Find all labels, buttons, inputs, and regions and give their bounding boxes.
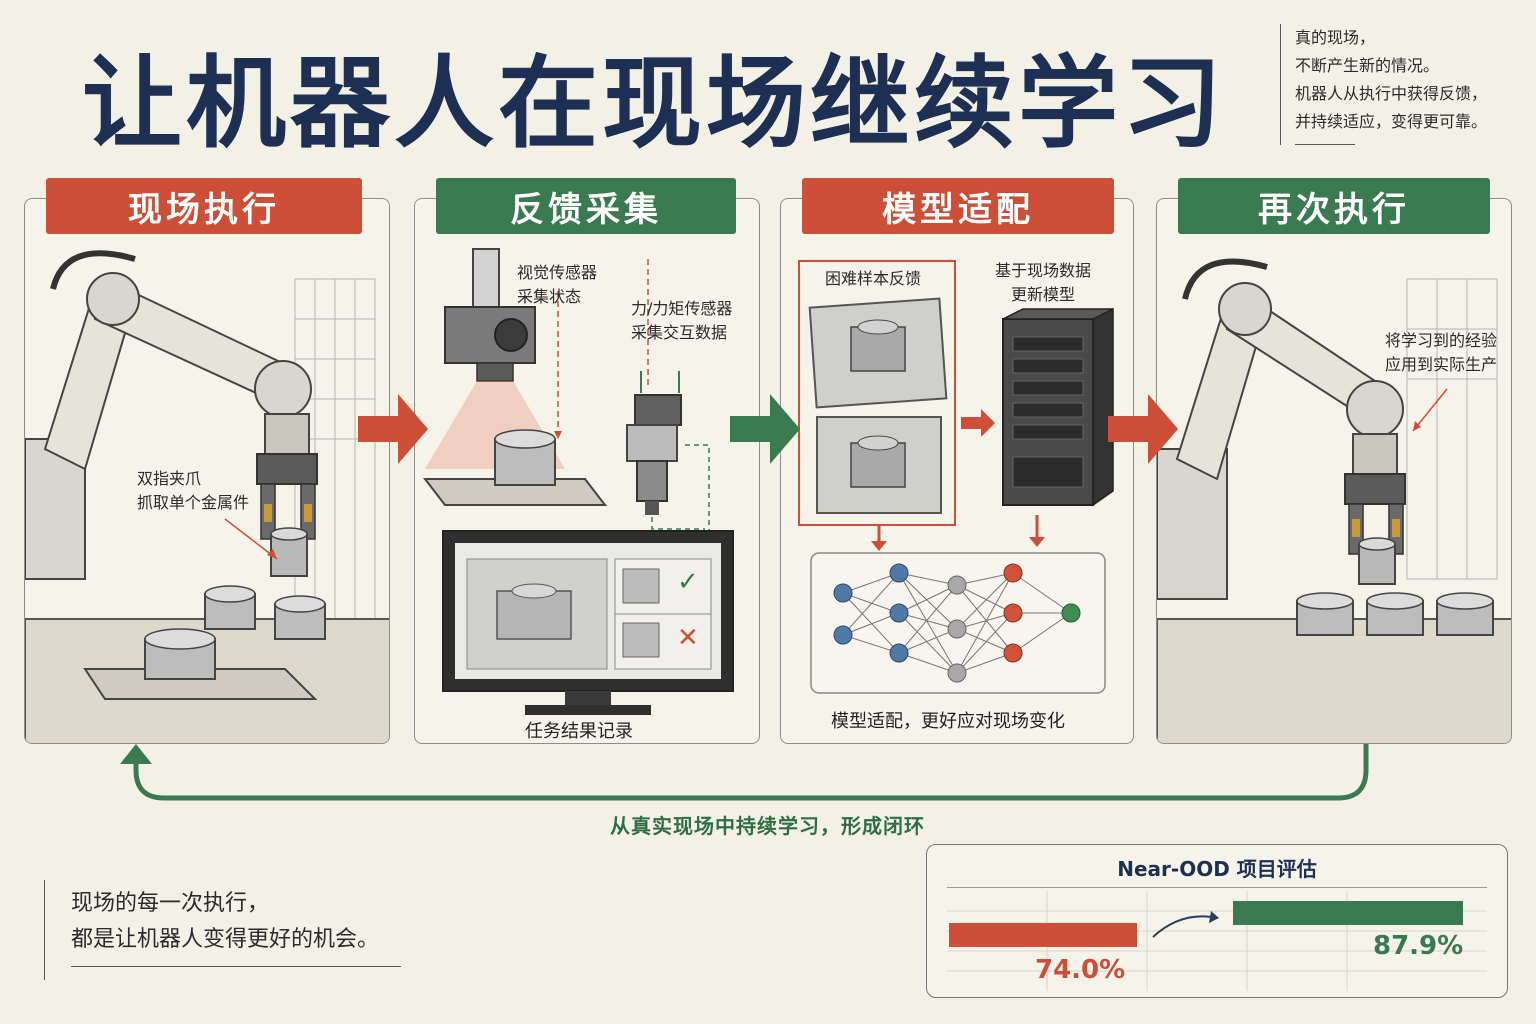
flow-arrow-right-icon (730, 394, 800, 464)
feedback-loop-arrow-icon (120, 744, 1369, 801)
step-banner-feedback: 反馈采集 (436, 178, 736, 234)
label-line: 基于现场数据 (995, 261, 1092, 280)
chart-value-label: 74.0% (1035, 955, 1126, 985)
model-adapt-caption: 模型适配，更好应对现场变化 (831, 711, 1065, 732)
step-banner-reexecute: 再次执行 (1178, 178, 1490, 234)
top-note-line: 真的现场， (1295, 28, 1376, 47)
step-banner-execute: 现场执行 (46, 178, 362, 234)
loop-caption: 从真实现场中持续学习，形成闭环 (610, 814, 925, 838)
sensor-illustration (422, 248, 734, 715)
chart-title: Near-OOD 项目评估 (1117, 857, 1317, 881)
step-banner-model: 模型适配 (802, 178, 1114, 234)
label-line: 视觉传感器 (517, 263, 598, 282)
step-panel-model: 困难样本反馈 基于现场数据 更新模型 模型适配，更好应对现场变化 (780, 198, 1134, 744)
apply-experience-label: 将学习到的经验 应用到实际生产 (1385, 329, 1497, 377)
bottom-note: 现场的每一次执行， 都是让机器人变得更好的机会。 (44, 880, 401, 980)
flow-arrow-right-icon (1108, 394, 1178, 464)
cross-icon: ✕ (677, 623, 699, 653)
improvement-arrow-icon (1152, 911, 1219, 938)
gripper-label: 双指夹爪 抓取单个金属件 (137, 467, 249, 515)
robot-arm-illustration (1157, 258, 1511, 743)
result-record-caption: 任务结果记录 (525, 721, 633, 742)
label-line: 将学习到的经验 (1385, 331, 1498, 350)
label-line: 双指夹爪 (137, 469, 202, 488)
update-model-label: 基于现场数据 更新模型 (995, 259, 1091, 307)
force-sensor-label: 力/力矩传感器 采集交互数据 (631, 297, 732, 345)
top-note: 真的现场， 不断产生新的情况。 机器人从执行中获得反馈， 并持续适应，变得更可靠… (1280, 24, 1530, 145)
top-note-line: 机器人从执行中获得反馈， (1295, 84, 1488, 103)
label-line: 更新模型 (1011, 285, 1076, 304)
label-line: 应用到实际生产 (1385, 355, 1498, 374)
hard-sample-label: 困难样本反馈 (825, 267, 921, 291)
label-line: 采集状态 (517, 287, 582, 306)
vision-sensor-label: 视觉传感器 采集状态 (517, 261, 597, 309)
chart-divider (947, 887, 1487, 888)
chart-bar-improved (1233, 901, 1463, 925)
chart-bar-baseline (949, 923, 1137, 947)
note-underline (1295, 144, 1355, 145)
check-icon: ✓ (677, 567, 699, 597)
label-line: 力/力矩传感器 (631, 299, 733, 318)
top-note-line: 不断产生新的情况。 (1295, 56, 1440, 75)
label-line: 困难样本反馈 (825, 269, 922, 288)
model-illustration (798, 260, 1114, 694)
step-panel-reexecute: 将学习到的经验 应用到实际生产 (1156, 198, 1512, 744)
note-underline (71, 966, 401, 967)
label-line: 抓取单个金属件 (137, 493, 250, 512)
bottom-note-line: 现场的每一次执行， (71, 891, 270, 916)
page-title: 让机器人在现场继续学习 (82, 44, 1226, 162)
flow-arrow-right-icon (358, 394, 428, 464)
near-ood-chart: Near-OOD 项目评估 74.0% 87.9% (926, 844, 1508, 998)
step-panel-feedback: ✓ ✕ 视觉传感器 采集状态 力/力矩传感器 采集交互数据 任务结果记录 (414, 198, 760, 744)
step-panel-execute: 双指夹爪 抓取单个金属件 (24, 198, 390, 744)
bottom-note-line: 都是让机器人变得更好的机会。 (71, 927, 380, 952)
top-note-line: 并持续适应，变得更可靠。 (1295, 112, 1488, 131)
chart-value-label: 87.9% (1373, 931, 1464, 961)
robot-arm-illustration (25, 250, 389, 743)
label-line: 采集交互数据 (631, 323, 728, 342)
